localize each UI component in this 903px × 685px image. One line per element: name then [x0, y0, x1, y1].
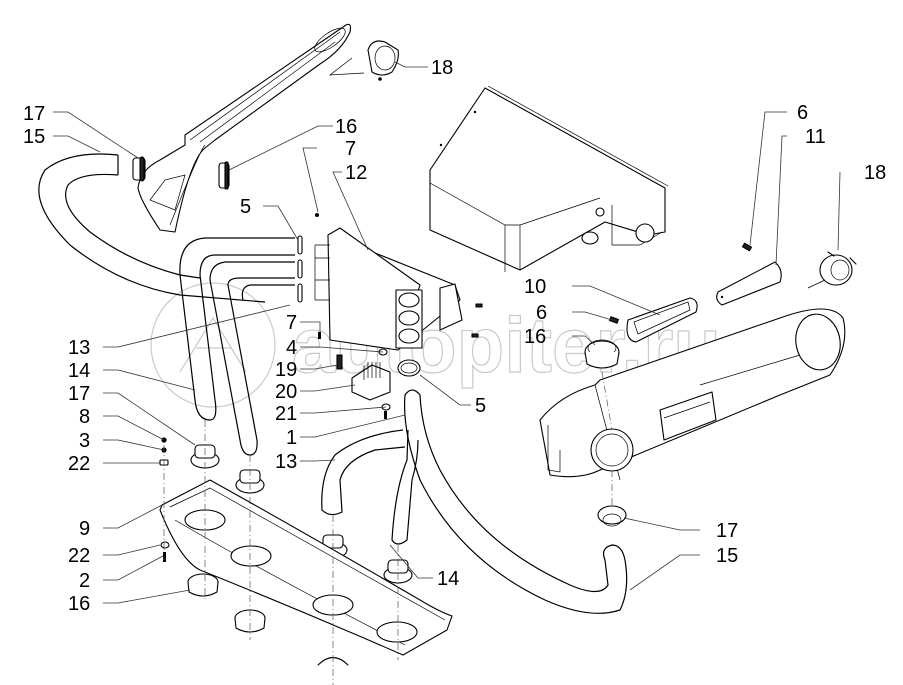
- callout-labels: 17 15 16 18 7 12 5 6 11 18 10 6 16 13 14…: [23, 57, 886, 615]
- callout-6-right: 6: [797, 102, 808, 124]
- callout-8: 8: [79, 406, 90, 428]
- watermark-logo-mark: [179, 316, 247, 373]
- clip-16-upper: [218, 161, 230, 190]
- callout-19: 19: [275, 359, 297, 381]
- callout-18-top-nozzle: 18: [431, 57, 453, 79]
- callout-17-left: 17: [68, 383, 90, 405]
- callout-18-right-nozzle: 18: [864, 162, 886, 184]
- grommet-17-right: [597, 505, 627, 527]
- callout-5-lower: 5: [475, 395, 486, 417]
- watermark-logo-ring: [150, 282, 276, 408]
- nozzle-18-right: [807, 251, 857, 289]
- hoses-center: [321, 389, 628, 614]
- callout-9: 9: [79, 518, 90, 540]
- callout-12: 12: [345, 162, 367, 184]
- callout-16-top-clip: 16: [335, 116, 357, 138]
- right-dash-duct: [539, 308, 846, 481]
- callout-3: 3: [79, 430, 90, 452]
- screw-6-lower: [609, 316, 619, 324]
- callout-7-upper: 7: [345, 138, 356, 160]
- screw-7-upper: [315, 213, 319, 217]
- callout-13-left: 13: [68, 337, 90, 359]
- adapter-ring-16-right: [584, 339, 620, 369]
- callout-4: 4: [286, 337, 297, 359]
- callout-14-left: 14: [68, 360, 90, 382]
- connector-block-20: [351, 362, 391, 401]
- callout-7-lower: 7: [286, 312, 297, 334]
- callout-16-ring: 16: [524, 326, 546, 348]
- clamp-5-lower: [397, 359, 421, 377]
- callout-1: 1: [286, 427, 297, 449]
- air-distributor-12: [314, 227, 463, 351]
- callout-21: 21: [275, 403, 297, 425]
- cover-plate-11: [716, 261, 782, 306]
- callout-16-floor: 16: [68, 593, 90, 615]
- callout-11: 11: [805, 126, 826, 148]
- grommet-17-upper: [132, 156, 146, 182]
- clamps-5-upper: [297, 235, 303, 303]
- floor-duct-panel-9: [159, 479, 453, 656]
- callout-6-frame: 6: [536, 302, 547, 324]
- callout-10: 10: [524, 276, 546, 298]
- callout-13-center: 13: [275, 451, 297, 473]
- hose-15-upper: [38, 153, 266, 303]
- callout-22-lower: 22: [68, 545, 90, 567]
- screws-distributor: [471, 303, 483, 338]
- screw-6-upper: [741, 242, 753, 252]
- leader-lines: [53, 61, 841, 604]
- callout-15-upper-left: 15: [23, 126, 45, 148]
- callout-14-center: 14: [437, 568, 459, 590]
- callout-17-right: 17: [716, 520, 738, 542]
- callout-20: 20: [275, 381, 297, 403]
- callout-17-upper-left: 17: [23, 103, 45, 125]
- heater-box: [429, 85, 669, 272]
- nozzle-18-upper: [328, 40, 399, 81]
- callout-5-upper: 5: [240, 196, 251, 218]
- terminal-19: [336, 354, 343, 370]
- upper-left-duct: [137, 23, 352, 233]
- callout-15-right: 15: [716, 545, 738, 567]
- assembly-axes: [163, 371, 613, 685]
- callout-2: 2: [79, 570, 90, 592]
- callout-22-upper: 22: [68, 453, 90, 475]
- frame-10: [626, 297, 698, 343]
